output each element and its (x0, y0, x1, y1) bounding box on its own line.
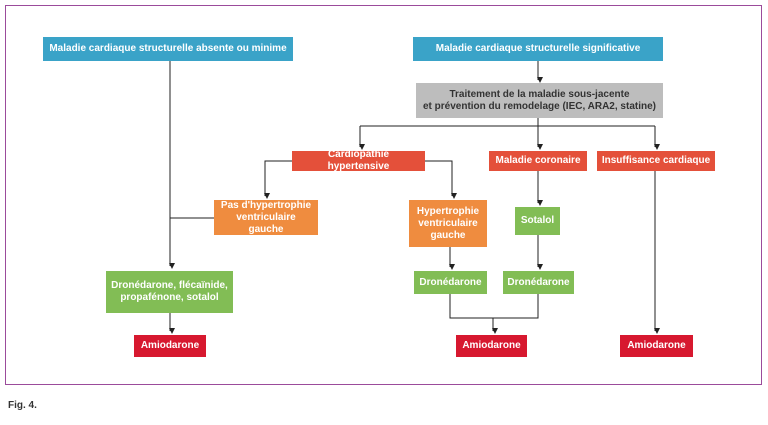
node-amiodarone-1: Amiodarone (134, 335, 206, 357)
node-structural-absent: Maladie cardiaque structurelle absente o… (43, 37, 293, 61)
node-amiodarone-2: Amiodarone (456, 335, 527, 357)
node-lvh: Hypertrophie ventriculaire gauche (409, 200, 487, 247)
arrow-to-no-lvh (264, 160, 292, 199)
treatment-line-2: et prévention du remodelage (IEC, ARA2, … (422, 100, 656, 112)
node-no-lvh: Pas d'hypertrophie ventriculaire gauche (214, 200, 318, 235)
line-treatment-branch (360, 118, 655, 127)
node-amiodarone-3: Amiodarone (620, 335, 693, 357)
node-hypertensive: Cardiopathie hypertensive (292, 149, 425, 172)
node-coronary: Maladie coronaire (489, 151, 587, 171)
node-dronedarone-1: Dronédarone (414, 271, 487, 294)
figure-caption: Fig. 4. (8, 400, 37, 411)
node-structural-significant: Maladie cardiaque structurelle significa… (413, 37, 663, 61)
node-treatment: Traitement de la maladie sous-jacente et… (416, 83, 663, 118)
node-dronedarone-2: Dronédarone (503, 271, 574, 294)
arrow-to-lvh (425, 160, 457, 199)
treatment-line-1: Traitement de la maladie sous-jacente (449, 88, 630, 100)
line-dronedarone-merge (449, 294, 539, 319)
node-sotalol: Sotalol (515, 207, 560, 235)
node-combo-drugs: Dronédarone, flécaïnide, propafénone, so… (106, 271, 233, 313)
node-heart-failure: Insuffisance cardiaque (597, 151, 715, 171)
figure-frame (5, 5, 762, 385)
